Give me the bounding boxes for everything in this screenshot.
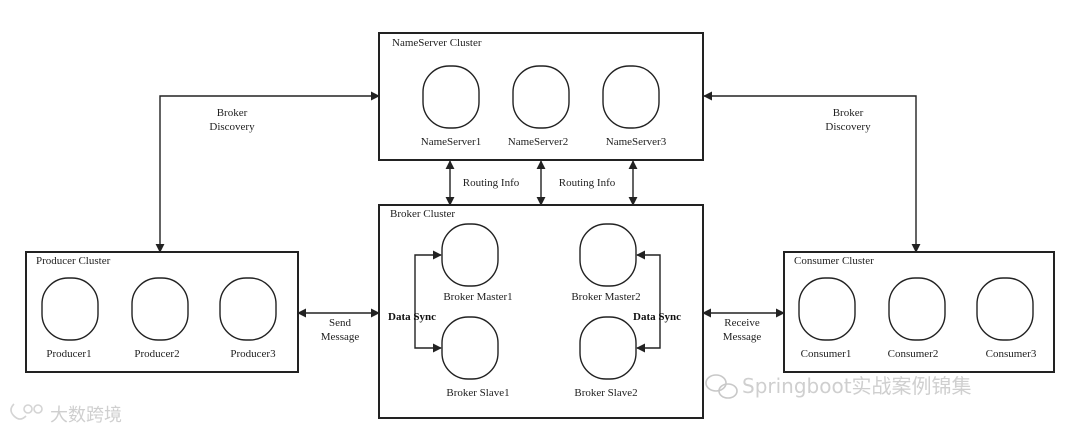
broker-slave-1-label: Broker Slave1 — [446, 387, 509, 399]
producer-node-1 — [41, 277, 99, 341]
producer-node-2 — [131, 277, 189, 341]
broker-discovery-left-label-line1: Broker — [217, 107, 248, 119]
data-sync-left-label: Data Sync — [388, 311, 436, 323]
routing-info-right-label: Routing Info — [559, 177, 616, 189]
broker-discovery-left-label-line2: Discovery — [209, 121, 255, 133]
receive-message-label-line2: Message — [723, 331, 762, 343]
consumer-node-2 — [888, 277, 946, 341]
data-sync-right-label: Data Sync — [633, 311, 681, 323]
watermark-right-text: Springboot实战案例锦集 — [742, 374, 972, 398]
consumer-cluster: Consumer Cluster Consumer1 Consumer2 Con… — [783, 251, 1055, 373]
nameserver-cluster-title: NameServer Cluster — [392, 37, 482, 49]
wechat-icon — [705, 374, 738, 399]
consumer-node-3 — [976, 277, 1034, 341]
producer-node-2-label: Producer2 — [134, 348, 179, 360]
broker-master-2-node — [579, 223, 637, 287]
receive-message-label-line1: Receive — [724, 317, 760, 329]
producer-node-1-label: Producer1 — [46, 348, 91, 360]
nameserver-node-1 — [422, 65, 480, 129]
consumer-node-2-label: Consumer2 — [888, 348, 939, 360]
send-message-label-line2: Message — [321, 331, 360, 343]
consumer-node-1-label: Consumer1 — [801, 348, 852, 360]
watermark-left-text: 大数跨境 — [50, 405, 122, 426]
producer-node-3 — [219, 277, 277, 341]
consumer-cluster-title: Consumer Cluster — [794, 255, 874, 267]
consumer-node-3-label: Consumer3 — [986, 348, 1037, 360]
send-message-label-line1: Send — [329, 317, 352, 329]
nameserver-node-3 — [602, 65, 660, 129]
broker-slave-2-node — [579, 316, 637, 380]
broker-slave-1-node — [441, 316, 499, 380]
nameserver-node-1-label: NameServer1 — [421, 136, 481, 148]
data-sync-left-connector — [414, 250, 442, 353]
nameserver-node-2 — [512, 65, 570, 129]
nameserver-node-2-label: NameServer2 — [508, 136, 568, 148]
consumer-node-1 — [798, 277, 856, 341]
watermark-right: Springboot实战案例锦集 — [705, 374, 972, 399]
broker-discovery-left-connector — [155, 91, 380, 253]
broker-slave-2-label: Broker Slave2 — [574, 387, 637, 399]
nameserver-node-3-label: NameServer3 — [606, 136, 667, 148]
broker-discovery-right-connector — [703, 91, 921, 253]
data-sync-right-connector — [636, 250, 661, 353]
broker-master-1-label: Broker Master1 — [443, 291, 512, 303]
watermark-left-logo-icon — [10, 403, 43, 420]
producer-cluster-title: Producer Cluster — [36, 255, 111, 267]
producer-cluster: Producer Cluster Producer1 Producer2 Pro… — [25, 251, 299, 373]
broker-master-1-node — [441, 223, 499, 287]
producer-node-3-label: Producer3 — [230, 348, 276, 360]
nameserver-cluster: NameServer Cluster NameServer1 NameServe… — [378, 32, 704, 161]
broker-cluster-title: Broker Cluster — [390, 208, 455, 220]
routing-info-left-label: Routing Info — [463, 177, 520, 189]
broker-cluster: Broker Cluster Broker Master1 Broker Mas… — [378, 204, 704, 419]
broker-discovery-right-label-line1: Broker — [833, 107, 864, 119]
broker-master-2-label: Broker Master2 — [571, 291, 640, 303]
watermark-left: 大数跨境 — [10, 403, 122, 426]
broker-discovery-right-label-line2: Discovery — [825, 121, 871, 133]
